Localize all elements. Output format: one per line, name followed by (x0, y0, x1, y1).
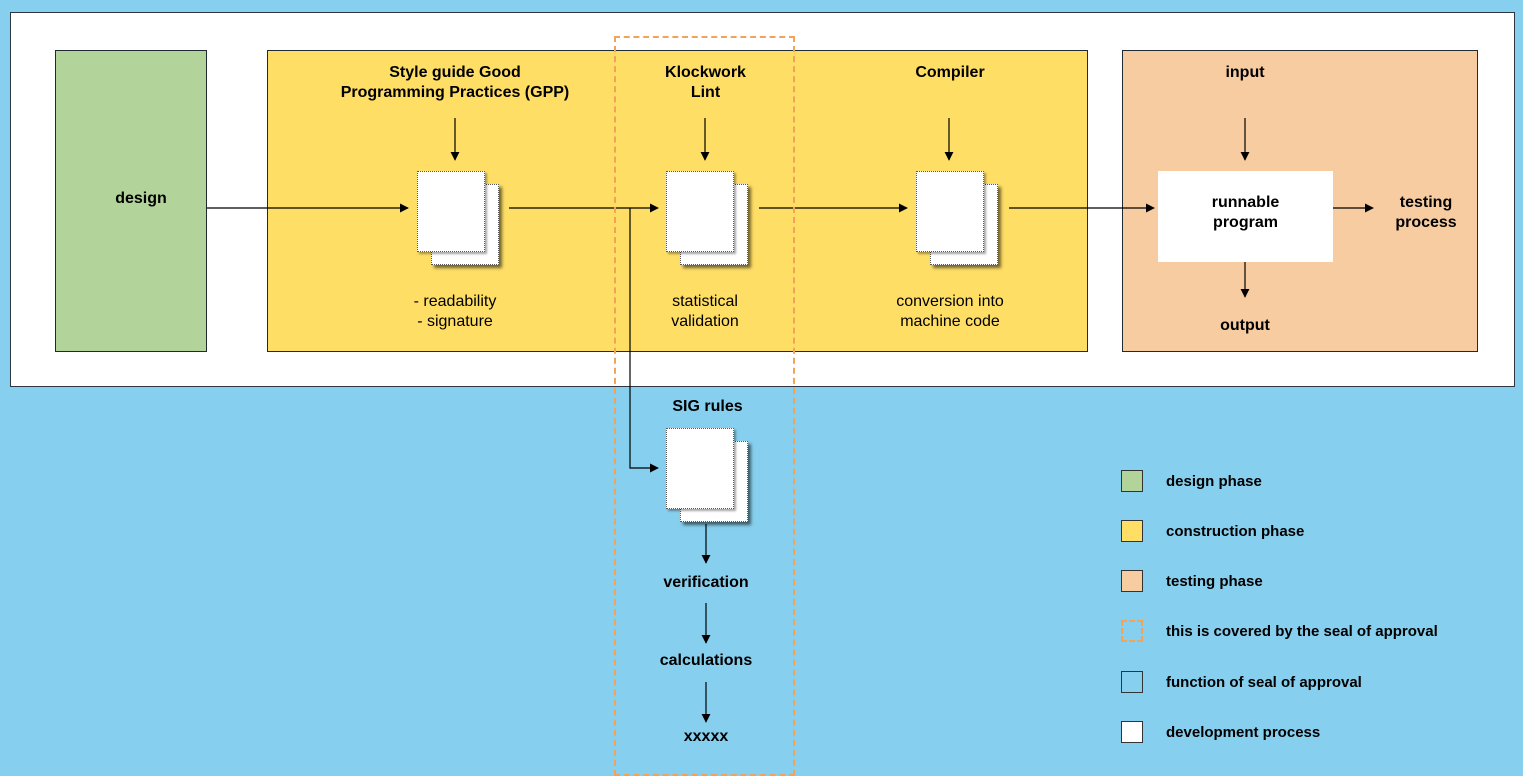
sig-rules-label: SIG rules (672, 398, 743, 415)
compiler-document-stack-icon (916, 171, 998, 265)
input-label: input (1225, 64, 1265, 81)
readability-label: - readability - signature (413, 293, 497, 330)
legend-swatch-construction (1121, 520, 1143, 542)
legend-label-construction: construction phase (1166, 523, 1305, 540)
legend-swatch-seal-function (1121, 671, 1143, 693)
legend-swatch-testing (1121, 570, 1143, 592)
legend-label-seal-function: function of seal of approval (1166, 674, 1362, 691)
compiler-label: Compiler (915, 64, 985, 81)
calculations-label: calculations (659, 652, 753, 669)
verification-label: verification (663, 574, 749, 591)
design-phase-box (55, 50, 207, 352)
flow-arrows (207, 118, 1374, 723)
design-label: design (115, 190, 167, 207)
klockwork-label: Klockwork Lint (665, 64, 746, 101)
sig-document-stack-icon (666, 428, 748, 522)
legend-label-development: development process (1166, 724, 1321, 741)
legend-label-testing: testing phase (1166, 573, 1263, 590)
output-label: output (1220, 317, 1270, 334)
legend-swatch-seal-coverage (1121, 620, 1143, 642)
style-guide-label: Style guide Good Programming Practices (… (340, 64, 570, 101)
runnable-program-label: runnable program (1211, 194, 1280, 231)
statistical-validation-label: statistical validation (671, 293, 739, 330)
gpp-document-stack-icon (417, 171, 499, 265)
arrow-branch-to-sig (629, 208, 659, 473)
conversion-label: conversion into machine code (896, 293, 1004, 330)
legend-label-design: design phase (1166, 473, 1262, 490)
legend-swatch-design (1121, 470, 1143, 492)
legend-label-seal-coverage: this is covered by the seal of approval (1166, 623, 1438, 640)
xxxxx-label: xxxxx (683, 728, 729, 745)
lint-document-stack-icon (666, 171, 748, 265)
testing-process-label: testing process (1395, 194, 1457, 231)
runnable-program-box (1158, 171, 1333, 262)
legend-swatch-development (1121, 721, 1143, 743)
